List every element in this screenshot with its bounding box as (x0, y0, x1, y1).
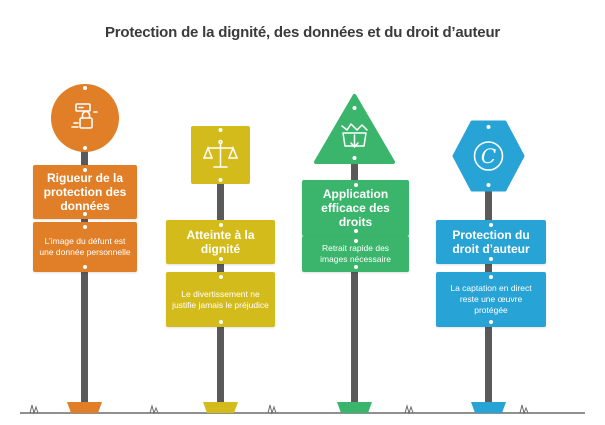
sign-1-text-box: L’image du défunt est une donnée personn… (33, 222, 137, 272)
sign-4-text: La captation en direct reste une œuvre p… (450, 283, 532, 315)
pole (351, 150, 358, 402)
sign-2-heading: Atteinte à la dignité (186, 228, 255, 256)
sign-2-heading-box: Atteinte à la dignité (166, 220, 275, 264)
grass-tufts (29, 404, 529, 415)
sign-3-heading: Application efficace des droits (321, 187, 390, 229)
sign-4-heading-box: Protection du droit d’auteur (436, 220, 546, 264)
sign-3-heading-box: Application efficace des droits (302, 180, 409, 236)
signpost-3 (314, 94, 395, 413)
sign-1-text: L’image du défunt est une donnée personn… (39, 236, 131, 257)
icon-triangle (314, 94, 395, 164)
pole-base (471, 402, 506, 413)
page-title: Protection de la dignité, des données et… (104, 24, 501, 41)
pole-base (337, 402, 372, 413)
signpost-4: C (452, 120, 525, 413)
icon-hexagon (452, 120, 525, 192)
pole-base (203, 402, 238, 413)
pole-base (67, 402, 102, 413)
copyright-icon: C (473, 141, 504, 171)
sign-4-heading: Protection du droit d’auteur (452, 228, 530, 256)
sign-3-text: Retrait rapide des images nécessaire (320, 243, 391, 264)
scales-icon (202, 139, 239, 168)
svg-text:C: C (481, 144, 496, 168)
sign-1-heading-box: Rigueur de la protection des données (33, 165, 137, 219)
image-removal-icon (341, 123, 368, 148)
lock-data-icon (71, 103, 98, 129)
sign-2-text: Le divertissement ne justifie jamais le … (172, 288, 269, 310)
sign-4-text-box: La captation en direct reste une œuvre p… (436, 272, 546, 327)
sign-1-heading: Rigueur de la protection des données (43, 171, 127, 213)
sign-2-text-box: Le divertissement ne justifie jamais le … (166, 272, 275, 327)
sign-3-text-box: Retrait rapide des images nécessaire (302, 236, 409, 272)
signpost-2 (191, 126, 250, 413)
